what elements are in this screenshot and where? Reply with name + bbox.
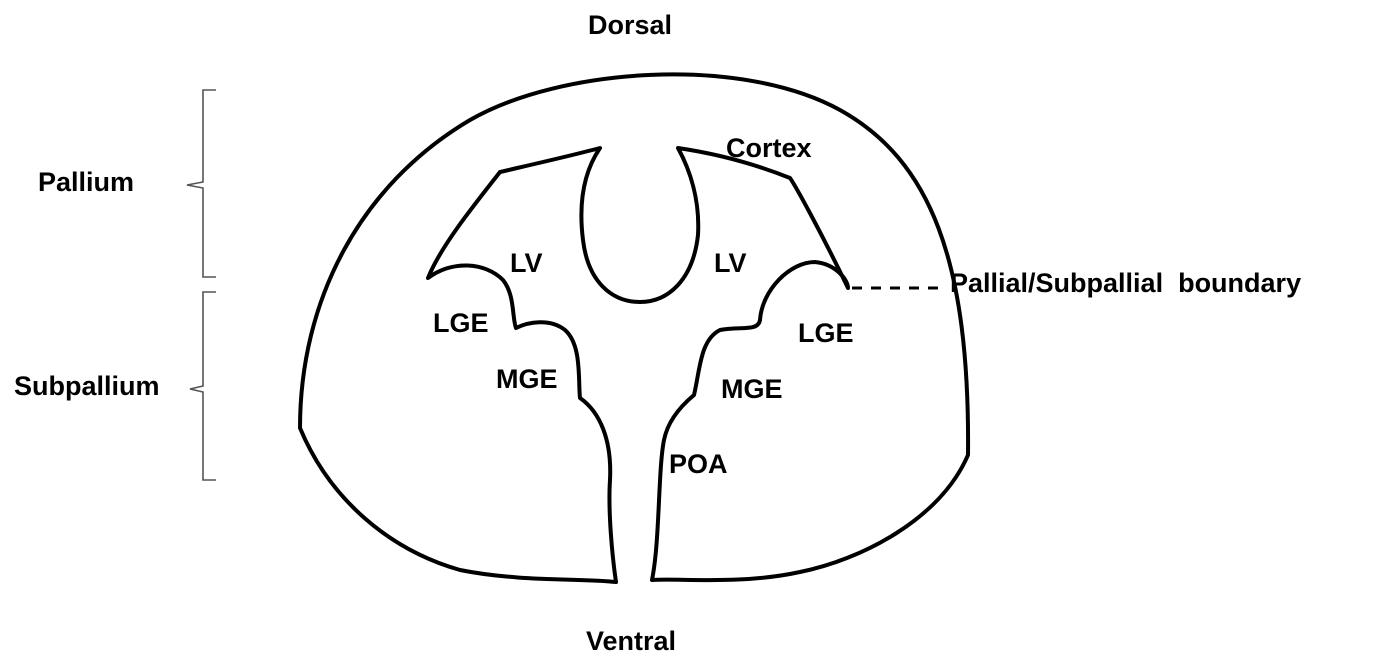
lge-left-label: LGE xyxy=(433,308,489,338)
pallium-bracket xyxy=(187,90,216,277)
lv-left-label: LV xyxy=(510,248,543,278)
brain-outline xyxy=(300,74,968,582)
dorsal-label: Dorsal xyxy=(588,10,672,40)
subpallium-label: Subpallium xyxy=(14,371,160,401)
pallium-label: Pallium xyxy=(38,167,134,197)
subpallium-bracket xyxy=(190,292,216,480)
mge-left-label: MGE xyxy=(496,364,558,394)
ventral-label: Ventral xyxy=(586,626,676,656)
boundary-label: Pallial/Subpallial boundary xyxy=(950,268,1301,298)
mge-right-label: MGE xyxy=(721,374,783,404)
lv-right-label: LV xyxy=(714,248,747,278)
poa-label: POA xyxy=(669,449,728,479)
lge-right-label: LGE xyxy=(798,318,854,348)
cortex-label: Cortex xyxy=(726,133,812,163)
